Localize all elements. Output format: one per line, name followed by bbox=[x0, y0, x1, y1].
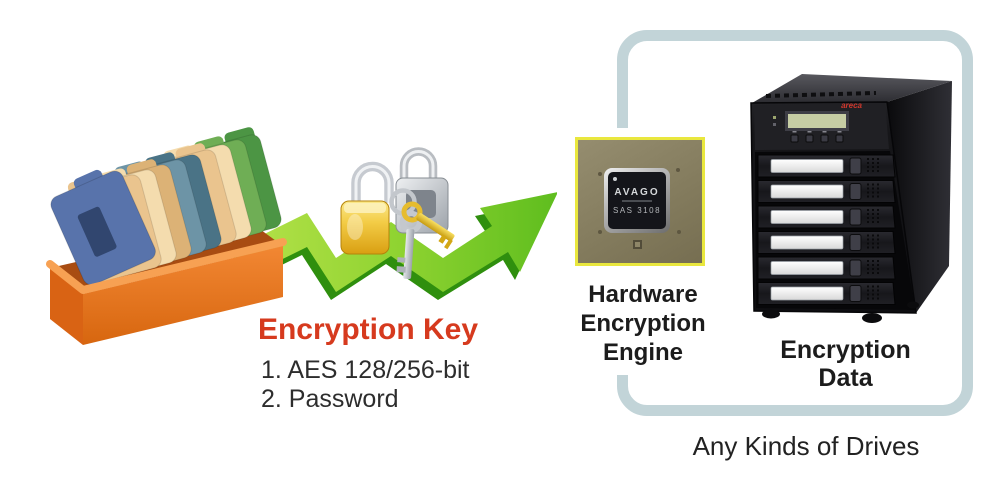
drive-tray bbox=[757, 180, 896, 203]
tower-foot bbox=[862, 313, 882, 323]
drive-tray bbox=[757, 256, 896, 280]
status-led bbox=[773, 123, 776, 126]
hardware-engine-line2: Encryption bbox=[580, 310, 706, 337]
drive-tray bbox=[757, 154, 896, 178]
front-blue-folder bbox=[47, 167, 159, 289]
substrate-dot bbox=[598, 230, 602, 234]
drive-tray bbox=[757, 205, 896, 229]
panel-buttons bbox=[790, 131, 844, 143]
hardware-engine-label: Hardware Encryption Engine bbox=[553, 280, 733, 367]
substrate-mark bbox=[633, 240, 642, 249]
encryption-data-label: Encryption Data bbox=[758, 336, 933, 392]
encryption-key-list: 1. AES 128/256-bit 2. Password bbox=[261, 356, 469, 414]
tower-foot bbox=[907, 301, 919, 309]
raid-tower-illustration: areca bbox=[750, 74, 952, 323]
status-led bbox=[773, 116, 776, 119]
device-brand-logo: areca bbox=[841, 101, 862, 110]
chip-die-face: AVAGO SAS 3108 bbox=[608, 172, 666, 229]
chip-pin1-dot bbox=[613, 177, 617, 181]
substrate-dot bbox=[676, 168, 680, 172]
chip-model-label: SAS 3108 bbox=[612, 205, 662, 215]
chip-brand-label: AVAGO bbox=[614, 186, 660, 198]
keys-icon bbox=[389, 188, 455, 280]
gold-padlock-icon bbox=[340, 161, 394, 255]
substrate-dot bbox=[598, 172, 602, 176]
substrate-dot bbox=[677, 230, 681, 234]
zigzag-arrow-icon bbox=[238, 192, 558, 292]
encryption-key-item-1: 1. AES 128/256-bit bbox=[261, 356, 470, 384]
hardware-engine-line1: Hardware bbox=[588, 281, 698, 308]
drive-tray bbox=[757, 231, 896, 254]
encryption-key-item-2: 2. Password bbox=[261, 385, 399, 413]
front-panel: areca bbox=[754, 101, 889, 150]
folder-box-illustration bbox=[46, 127, 287, 345]
chip-brand-underline bbox=[622, 199, 652, 202]
zigzag-arrow-illustration bbox=[233, 147, 558, 300]
encryption-key-title: Encryption Key bbox=[257, 313, 479, 346]
drives-caption: Any Kinds of Drives bbox=[692, 431, 920, 461]
hardware-engine-line3: Engine bbox=[602, 339, 683, 366]
tower-foot bbox=[762, 309, 780, 319]
hardware-chip-icon: AVAGO SAS 3108 bbox=[575, 137, 705, 266]
chip-die: AVAGO SAS 3108 bbox=[604, 168, 670, 233]
encryption-data-line2: Data bbox=[818, 364, 873, 392]
drive-tray bbox=[757, 282, 896, 305]
tower-top-face bbox=[752, 74, 952, 103]
lcd-screen bbox=[788, 114, 846, 128]
encryption-data-line1: Encryption bbox=[780, 336, 911, 364]
folders-fan bbox=[47, 127, 284, 289]
tower-side-face bbox=[887, 81, 952, 313]
orange-box bbox=[46, 238, 287, 345]
tower-vent-slits bbox=[765, 91, 877, 98]
